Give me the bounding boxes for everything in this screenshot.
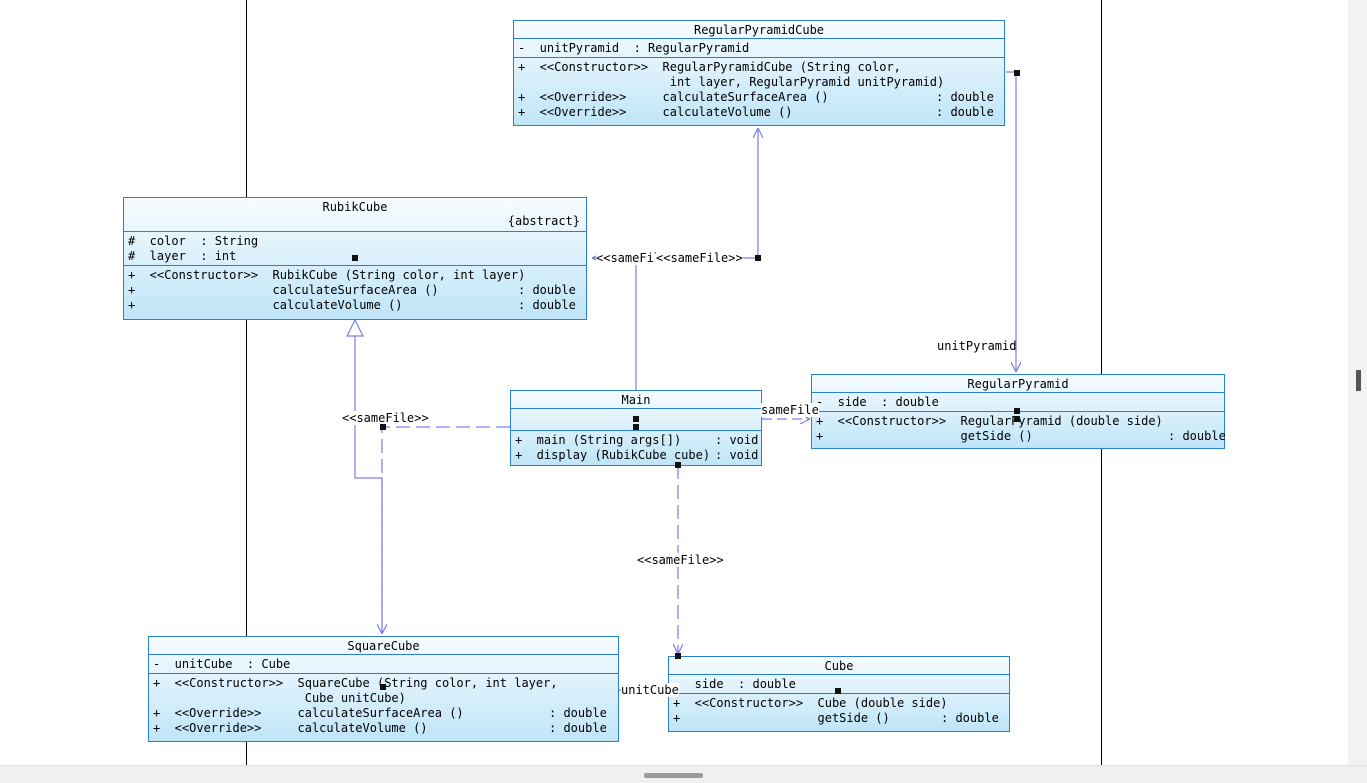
return-type: : void	[715, 448, 759, 462]
selection-handle[interactable]	[755, 255, 761, 261]
return-type: : double	[936, 105, 994, 119]
return-type: : double	[936, 90, 994, 104]
selection-handle[interactable]	[835, 688, 841, 694]
selection-handle[interactable]	[380, 684, 386, 690]
dependency-main-squarecube	[382, 426, 510, 634]
vertical-scroll-thumb[interactable]	[1356, 370, 1361, 391]
attribute-section: - unitCube : Cube	[149, 655, 618, 674]
attribute-section: - unitPyramid : RegularPyramid	[514, 39, 1004, 58]
operation-row: + display (RubikCube cube): void	[515, 448, 759, 462]
attribute-row: - unitCube : Cube	[153, 657, 291, 671]
attribute-row: - unitPyramid : RegularPyramid	[518, 41, 750, 55]
samefile-label-regularpyramid: sameFile	[761, 403, 819, 417]
return-type: : double	[549, 721, 607, 735]
selection-handle[interactable]	[380, 424, 386, 430]
generalization-arrowhead	[346, 318, 364, 337]
association-unitpyramid	[1006, 71, 1016, 372]
class-name: Main	[511, 391, 761, 409]
return-type: : double	[549, 706, 607, 720]
class-name: Cube	[669, 657, 1009, 675]
selection-handle[interactable]	[1014, 408, 1020, 414]
operation-row: + <<Override>> calculateVolume (): doubl…	[518, 105, 994, 119]
page-boundary-left	[246, 0, 247, 765]
operation-row: + calculateSurfaceArea (): double	[128, 283, 576, 297]
operation-row: + getSide (): double	[673, 711, 999, 725]
association-role-unitpyramid: unitPyramid	[937, 339, 1017, 353]
operation-row: + <<Constructor>> RegularPyramid (double…	[816, 414, 1163, 428]
selection-handle[interactable]	[675, 462, 681, 468]
selection-handle[interactable]	[1014, 416, 1020, 422]
operation-row: + <<Override>> calculateSurfaceArea (): …	[518, 90, 994, 104]
class-name: RubikCube	[322, 200, 388, 214]
operation-section: + <<Constructor>> SquareCube (String col…	[149, 674, 618, 737]
operation-row: + main (String args[]): void	[515, 433, 759, 447]
operation-row: + <<Override>> calculateVolume (): doubl…	[153, 721, 607, 735]
horizontal-scroll-thumb[interactable]	[644, 773, 703, 778]
class-name: RegularPyramid	[812, 375, 1224, 393]
attribute-row: # layer : int	[128, 249, 237, 263]
class-regularpyramidcube[interactable]: RegularPyramidCube - unitPyramid : Regul…	[513, 20, 1005, 126]
operation-row: Cube unitCube)	[153, 691, 406, 705]
class-name: SquareCube	[149, 637, 618, 655]
return-type: : double	[941, 711, 999, 725]
operation-row: + getSide (): double	[816, 429, 1226, 443]
return-type: : double	[518, 283, 576, 297]
samefile-label-regularpyramidcube: <<sameFile>>	[656, 251, 743, 265]
selection-handle[interactable]	[352, 255, 358, 261]
selection-handle[interactable]	[633, 424, 639, 430]
selection-handle[interactable]	[1014, 70, 1020, 76]
operation-row: + <<Constructor>> RubikCube (String colo…	[128, 268, 526, 282]
operation-row: int layer, RegularPyramid unitPyramid)	[518, 75, 945, 89]
class-stereotype: {abstract}	[124, 214, 586, 232]
return-type: : double	[518, 298, 576, 312]
operation-section: + <<Constructor>> RegularPyramidCube (St…	[514, 58, 1004, 121]
class-name: RegularPyramidCube	[514, 21, 1004, 39]
selection-handle[interactable]	[675, 653, 681, 659]
dependency-main-rubikcube	[592, 258, 637, 390]
attribute-section	[511, 409, 761, 431]
operation-row: + <<Constructor>> Cube (double side)	[673, 696, 948, 710]
attribute-row: - side : double	[816, 395, 939, 409]
class-regularpyramid[interactable]: RegularPyramid - side : double + <<Const…	[811, 374, 1226, 449]
association-role-unitcube: unitCube	[621, 683, 679, 697]
operation-section: + main (String args[]): void + display (…	[511, 431, 761, 464]
attribute-section: # color : String # layer : int	[124, 232, 586, 266]
generalization-squarecube-rubikcube	[354, 336, 383, 632]
operation-row: + <<Constructor>> RegularPyramidCube (St…	[518, 60, 901, 74]
class-cube[interactable]: Cube - side : double + <<Constructor>> C…	[668, 656, 1010, 732]
operation-row: + <<Constructor>> SquareCube (String col…	[153, 676, 558, 690]
samefile-label-cube: <<sameFile>>	[637, 553, 724, 567]
operation-section: + <<Constructor>> RubikCube (String colo…	[124, 266, 586, 314]
samefile-label-rubikcube: <<sameFil	[596, 251, 662, 265]
return-type: : double	[1168, 429, 1226, 443]
selection-handle[interactable]	[633, 416, 639, 422]
attribute-row: # color : String	[128, 234, 259, 248]
return-type: : void	[715, 433, 759, 447]
operation-section: + <<Constructor>> Cube (double side) + g…	[669, 694, 1009, 727]
samefile-label-squarecube: <<sameFile>>	[342, 411, 429, 425]
operation-section: + <<Constructor>> RegularPyramid (double…	[812, 412, 1226, 445]
operation-row: + <<Override>> calculateSurfaceArea (): …	[153, 706, 607, 720]
operation-row: + calculateVolume (): double	[128, 298, 576, 312]
